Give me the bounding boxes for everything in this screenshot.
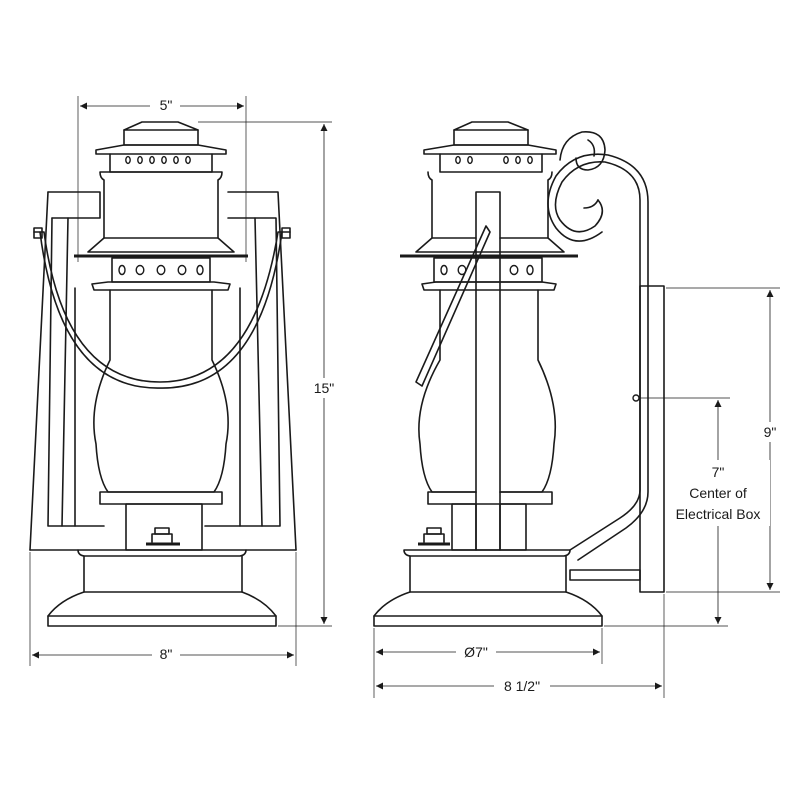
dimension-plate-height: 9" <box>666 287 784 593</box>
svg-text:Ø7": Ø7" <box>464 644 488 660</box>
front-chimney-body <box>74 171 248 258</box>
side-wall-arm <box>547 131 649 561</box>
dimension-electrical-box-center: 7" Center of Electrical Box <box>604 397 770 627</box>
dim-label-diameter: 7" <box>475 644 488 660</box>
dim-label-center-line2: Electrical Box <box>676 506 761 522</box>
dim-label-plate-height: 9" <box>764 424 777 440</box>
side-support-post <box>475 191 501 551</box>
dimension-diameter: Ø7" <box>373 628 603 664</box>
front-bail-handle <box>33 227 291 389</box>
side-chimney-body <box>400 171 578 258</box>
front-burner <box>125 503 203 551</box>
front-cap <box>95 121 227 173</box>
cap-vent-holes <box>125 155 191 165</box>
front-cage-frame <box>29 191 297 551</box>
front-vent-band <box>91 257 231 291</box>
dimension-depth: 8 1/2" <box>373 594 665 698</box>
dim-label-width-base: 8" <box>160 646 173 662</box>
dim-label-center-line1: Center of <box>689 485 747 501</box>
dim-label-depth: 8 1/2" <box>504 678 540 694</box>
side-base <box>373 549 603 627</box>
front-glass-globe <box>93 289 229 505</box>
diameter-symbol: Ø <box>464 644 475 660</box>
dim-label-center-value: 7" <box>712 464 725 480</box>
dim-label-width-top: 5" <box>160 97 173 113</box>
side-burner <box>418 503 527 551</box>
side-bail-handle <box>415 225 491 387</box>
dimension-width-top: 5" <box>77 96 247 262</box>
dimension-height: 15" <box>198 121 340 627</box>
side-vent-band <box>421 257 557 291</box>
dimension-width-base: 8" <box>29 552 297 666</box>
side-wall-plate <box>569 285 665 593</box>
side-glass-globe <box>418 289 557 505</box>
front-view-lantern <box>29 121 297 627</box>
dim-label-height: 15" <box>314 380 335 396</box>
front-base <box>47 549 277 627</box>
side-cap <box>423 121 557 173</box>
side-view-lantern <box>373 121 665 627</box>
